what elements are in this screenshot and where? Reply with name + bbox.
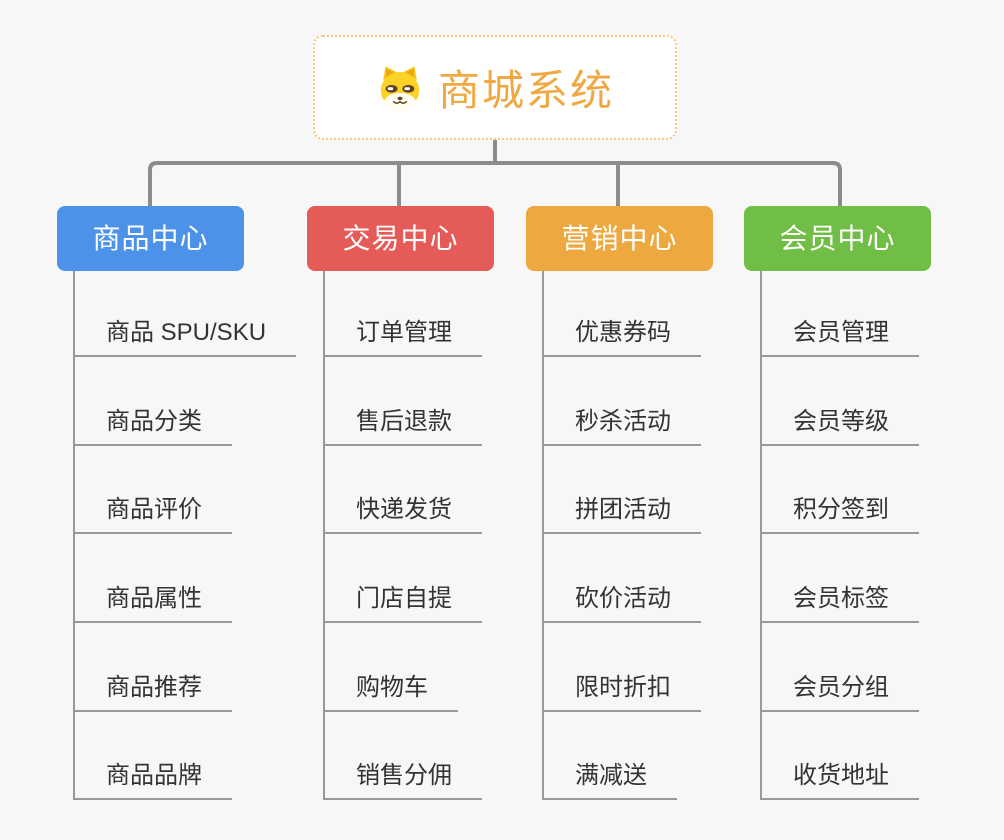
connector-paths <box>148 140 842 210</box>
branch-spine-line <box>73 271 75 800</box>
leaf-node[interactable]: 会员标签 <box>760 584 919 623</box>
leaf-node[interactable]: 快递发货 <box>323 495 482 534</box>
root-title: 商城系统 <box>437 67 614 114</box>
leaf-node[interactable]: 会员分组 <box>760 673 919 712</box>
root-node[interactable]: 商城系统 <box>313 35 677 140</box>
branch-column: 会员中心会员管理会员等级积分签到会员标签会员分组收货地址 <box>744 206 1004 806</box>
leaf-node[interactable]: 订单管理 <box>323 318 482 357</box>
doge-dog-icon <box>380 65 420 111</box>
branch-column: 商品中心商品 SPU/SKU 商品分类商品评价商品属性商品推荐商品品牌 <box>57 206 317 806</box>
leaf-node[interactable]: 商品品牌 <box>73 761 232 800</box>
leaf-node[interactable]: 满减送 <box>542 761 677 800</box>
leaf-node[interactable]: 商品推荐 <box>73 673 232 712</box>
leaf-node[interactable]: 商品分类 <box>73 407 232 446</box>
branch-column: 营销中心优惠券码秒杀活动拼团活动砍价活动限时折扣满减送 <box>526 206 786 806</box>
branch-node[interactable]: 交易中心 <box>307 206 494 271</box>
leaf-node[interactable]: 会员等级 <box>760 407 919 446</box>
leaf-node[interactable]: 会员管理 <box>760 318 919 357</box>
branch-node[interactable]: 商品中心 <box>57 206 244 271</box>
leaf-node[interactable]: 商品属性 <box>73 584 232 623</box>
branch-node[interactable]: 会员中心 <box>744 206 931 271</box>
branch-node[interactable]: 营销中心 <box>526 206 713 271</box>
leaf-node[interactable]: 限时折扣 <box>542 673 701 712</box>
leaf-node[interactable]: 售后退款 <box>323 407 482 446</box>
branch-spine-line <box>542 271 544 800</box>
leaf-node[interactable]: 拼团活动 <box>542 495 701 534</box>
leaf-node[interactable]: 砍价活动 <box>542 584 701 623</box>
leaf-node[interactable]: 购物车 <box>323 673 458 712</box>
leaf-node[interactable]: 门店自提 <box>323 584 482 623</box>
leaf-node[interactable]: 优惠券码 <box>542 318 701 357</box>
branch-spine-line <box>760 271 762 800</box>
leaf-node[interactable]: 商品评价 <box>73 495 232 534</box>
leaf-node[interactable]: 商品 SPU/SKU <box>73 318 297 357</box>
leaf-node[interactable]: 积分签到 <box>760 495 919 534</box>
leaf-node[interactable]: 秒杀活动 <box>542 407 701 446</box>
leaf-node[interactable]: 销售分佣 <box>323 761 482 800</box>
branch-spine-line <box>323 271 325 800</box>
branch-column: 交易中心订单管理售后退款快递发货门店自提购物车销售分佣 <box>307 206 567 806</box>
leaf-node[interactable]: 收货地址 <box>760 761 919 800</box>
